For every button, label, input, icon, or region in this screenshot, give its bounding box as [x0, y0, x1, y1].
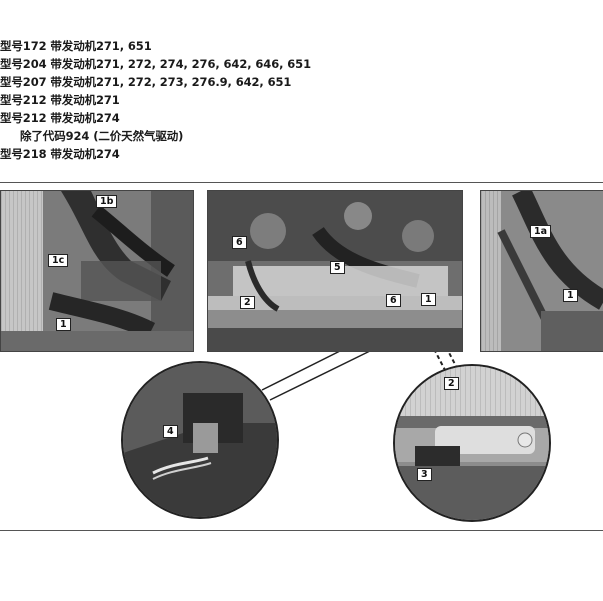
applicability-line: 型号212 带发动机271: [0, 93, 120, 107]
callout-5: 5: [330, 261, 345, 274]
callout-2-zoom: 2: [444, 377, 459, 390]
callout-6-lower: 6: [386, 294, 401, 307]
photo-center-engine: [207, 190, 463, 352]
zoom-circle-connector-3: [393, 364, 551, 522]
photo-right-radiator: [480, 190, 603, 352]
callout-1-right: 1: [563, 289, 578, 302]
callout-1a: 1a: [530, 225, 552, 238]
applicability-line: 型号218 带发动机274: [0, 147, 120, 161]
callout-3: 3: [417, 468, 432, 481]
callout-6-upper: 6: [232, 236, 247, 249]
photo-left-radiator: [0, 190, 194, 352]
callout-1c: 1c: [48, 254, 69, 267]
top-divider: [0, 182, 603, 183]
applicability-line: 型号172 带发动机271, 651: [0, 39, 152, 53]
zoom-circle-connector-4: [121, 361, 279, 519]
applicability-line: 型号204 带发动机271, 272, 274, 276, 642, 646, …: [0, 57, 311, 71]
callout-4: 4: [163, 425, 178, 438]
applicability-line-indented: 除了代码924 (二价天然气驱动): [20, 129, 184, 143]
bottom-divider: [0, 530, 603, 531]
callout-1b: 1b: [96, 195, 118, 208]
callout-2-center: 2: [240, 296, 255, 309]
callout-1-center: 1: [421, 293, 436, 306]
applicability-line: 型号212 带发动机274: [0, 111, 120, 125]
callout-1-left: 1: [56, 318, 71, 331]
applicability-line: 型号207 带发动机271, 272, 273, 276.9, 642, 651: [0, 75, 292, 89]
